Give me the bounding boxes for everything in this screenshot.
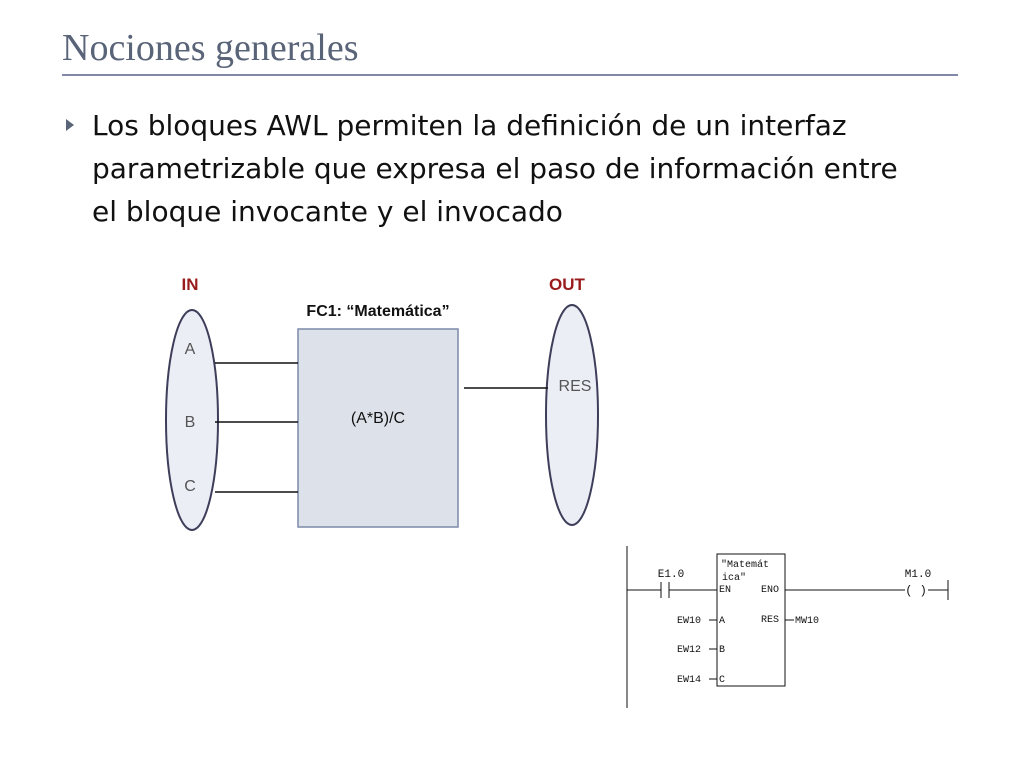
block-expression: (A*B)/C (351, 410, 405, 427)
ladder-labels: E1.0 M1.0 ( ) "Matemát ica" EN ENO RES M… (658, 559, 931, 686)
pin-a-operand: EW10 (677, 616, 701, 627)
out-label: OUT (549, 275, 586, 294)
bullet-text: Los bloques AWL permiten la definición d… (92, 104, 972, 233)
ladder-block-name-line-1: "Matemát (721, 559, 769, 571)
bullet-arrow-icon (66, 119, 74, 131)
res-pin-label: RES (761, 615, 779, 626)
bullet-line-1: Los bloques AWL permiten la definición d… (92, 109, 847, 142)
slide-title: Nociones generales (62, 27, 359, 69)
input-b-label: B (185, 414, 196, 431)
input-c-label: C (184, 478, 196, 495)
input-ellipse (165, 309, 219, 531)
pin-a-label: A (719, 616, 725, 627)
function-block (297, 328, 459, 528)
bullet-line-3: el bloque invocante y el invocado (92, 195, 563, 228)
pin-b-label: B (719, 645, 725, 656)
ladder-diagram (626, 546, 949, 708)
en-pin-label: EN (719, 585, 731, 596)
coil-symbol: ( ) (905, 584, 927, 598)
coil-label: M1.0 (905, 569, 931, 581)
contact-label: E1.0 (658, 569, 684, 581)
res-operand-label: MW10 (795, 616, 819, 627)
interface-diagram: IN OUT FC1: “Matemática” (A*B)/C A B C R… (165, 275, 599, 531)
block-title: FC1: “Matemática” (306, 303, 449, 320)
title-underline (62, 74, 958, 76)
output-ellipse (545, 304, 599, 526)
pin-b-operand: EW12 (677, 645, 701, 656)
pin-c-operand: EW14 (677, 675, 701, 686)
input-a-label: A (185, 341, 196, 358)
ladder-block-name-line-2: ica" (722, 572, 746, 584)
bullet-line-2: parametrizable que expresa el paso de in… (92, 152, 898, 185)
output-res-label: RES (559, 378, 592, 395)
eno-pin-label: ENO (761, 585, 779, 596)
in-label: IN (182, 275, 199, 294)
pin-c-label: C (719, 675, 725, 686)
